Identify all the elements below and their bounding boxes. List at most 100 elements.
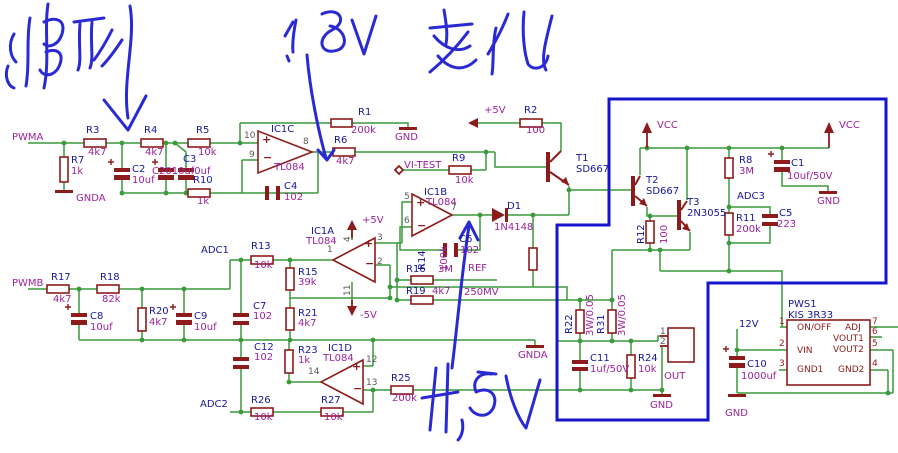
value-c7: 102 [253, 311, 273, 322]
resistor-symbols-vertical [59, 156, 734, 379]
sign-ic1b-minus: − [417, 219, 427, 232]
value-r12: 100 [659, 224, 670, 244]
label-c11: C11 [590, 353, 610, 364]
label-r10: R10 [193, 175, 213, 186]
value-r25: 200k [392, 393, 417, 404]
pin-ic1d-13: 13 [366, 378, 378, 388]
label-r31: R31 [596, 314, 607, 334]
value-c12: 102 [254, 352, 274, 363]
net-gnd-top: GND [395, 132, 418, 143]
gnd-bar-pws [728, 394, 746, 397]
value-c4: 102 [284, 192, 304, 203]
handwriting-voltage-change [283, 8, 554, 162]
plus5v-arrow-top [468, 118, 478, 128]
net-vcc-1: VCC [657, 120, 678, 131]
value-r10: 1k [197, 196, 210, 207]
pin-ic1a-2: 2 [377, 257, 383, 267]
pws1-module [786, 319, 871, 386]
sign-ic1c-plus: + [262, 133, 272, 146]
net-gnda-left: GNDA [76, 193, 106, 204]
value-r5: 10k [198, 147, 217, 158]
net-vi-test: VI-TEST [404, 160, 442, 171]
net-pwma: PWMA [12, 132, 44, 143]
label-r9: R9 [452, 153, 466, 164]
value-r20: 4k7 [149, 317, 168, 328]
sign-ic1a-plus: + [364, 237, 374, 250]
value-c8: 10uf [90, 322, 113, 333]
net-gnd-pws: GND [725, 408, 748, 419]
pwspin-vout1: VOUT1 [833, 334, 864, 344]
pin-pws1-3: 3 [779, 359, 785, 369]
value-c6: 102 [460, 245, 480, 256]
pwspin-onoff: ON/OFF [797, 323, 832, 333]
label-r20: R20 [149, 306, 169, 317]
label-d1: D1 [507, 201, 522, 212]
part-ic1c: TL084 [274, 162, 305, 173]
value-c1: 10uf/50V [787, 171, 833, 182]
opamp-ic1b [411, 192, 454, 238]
pin-pws1-2: 2 [779, 339, 785, 349]
value-r22: 3W/0.05 [585, 294, 596, 336]
pin-pws1-5: 5 [872, 339, 878, 349]
value-r3: 4k7 [88, 147, 107, 158]
label-r3: R3 [86, 125, 100, 136]
power-symbols [55, 118, 837, 397]
pin-pws1-4: 4 [872, 359, 878, 369]
capacitor-symbols [71, 160, 790, 371]
pin-ic1a-1: 1 [327, 245, 333, 255]
value-c5: 223 [777, 219, 797, 230]
label-c7: C7 [253, 301, 267, 312]
net-vcc-2: VCC [839, 120, 860, 131]
handwriting-waveform [4, 2, 148, 132]
cap-polarity-marks [65, 151, 774, 352]
pin-ic1d-12: 12 [366, 355, 378, 365]
net-250mv: 250MV [464, 287, 499, 298]
label-c3: C3 [183, 154, 197, 165]
opamp-ic1a [331, 236, 376, 284]
value-c9: 10uf [194, 322, 217, 333]
value-r15: 39k [298, 277, 317, 288]
label-t1: T1 [576, 153, 589, 164]
diode-d1 [492, 208, 508, 222]
label-r14: R14 [417, 250, 428, 270]
net-ref: REF [468, 263, 488, 274]
label-r11: R11 [736, 213, 756, 224]
plus5v-arrow-ic1a [347, 220, 357, 238]
value-r2: 100 [526, 125, 546, 136]
highlight-box [555, 97, 888, 422]
value-c3-overlap: C2010uf0uf [152, 166, 211, 177]
value-r7: 1k [71, 166, 84, 177]
pin-ic1a-3: 3 [377, 233, 383, 243]
sign-ic1b-plus: + [416, 196, 426, 209]
label-pws1: PWS1 [788, 299, 817, 310]
label-t2: T2 [646, 175, 659, 186]
minus5v-arrow-ic1a [347, 300, 357, 316]
label-r21: R21 [298, 308, 318, 319]
value-r24: 10k [638, 364, 657, 375]
part-ic1d: TL084 [323, 353, 354, 364]
value-r27: 10k [324, 412, 343, 423]
sign-ic1a-minus: − [365, 257, 375, 270]
label-r22: R22 [564, 314, 575, 334]
sign-ic1c-minus: − [263, 151, 273, 164]
label-t3: T3 [687, 197, 700, 208]
net-adc3: ADC3 [737, 191, 765, 202]
label-r17: R17 [51, 272, 71, 283]
value-r23: 1k [298, 355, 311, 366]
opamp-ic1d [319, 358, 364, 406]
pin-out-1: 1 [660, 327, 666, 337]
value-r14: 100k [439, 246, 450, 271]
value-c2: 10uf [132, 175, 155, 186]
net-plus5v-ic1a: +5V [362, 215, 384, 226]
value-c11: 1uf/50V [590, 364, 630, 375]
net-gnda-mid: GNDA [518, 350, 548, 361]
label-ic1d: IC1D [328, 343, 352, 354]
opamp-symbols [257, 129, 454, 406]
label-c10: C10 [747, 359, 767, 370]
value-r19: 4k7 [432, 286, 451, 297]
value-r8: 3M [739, 166, 754, 177]
transistor-symbols [546, 150, 691, 232]
label-r12: R12 [636, 224, 647, 244]
label-c1: C1 [791, 158, 805, 169]
label-ic1a: IC1A [311, 226, 335, 237]
